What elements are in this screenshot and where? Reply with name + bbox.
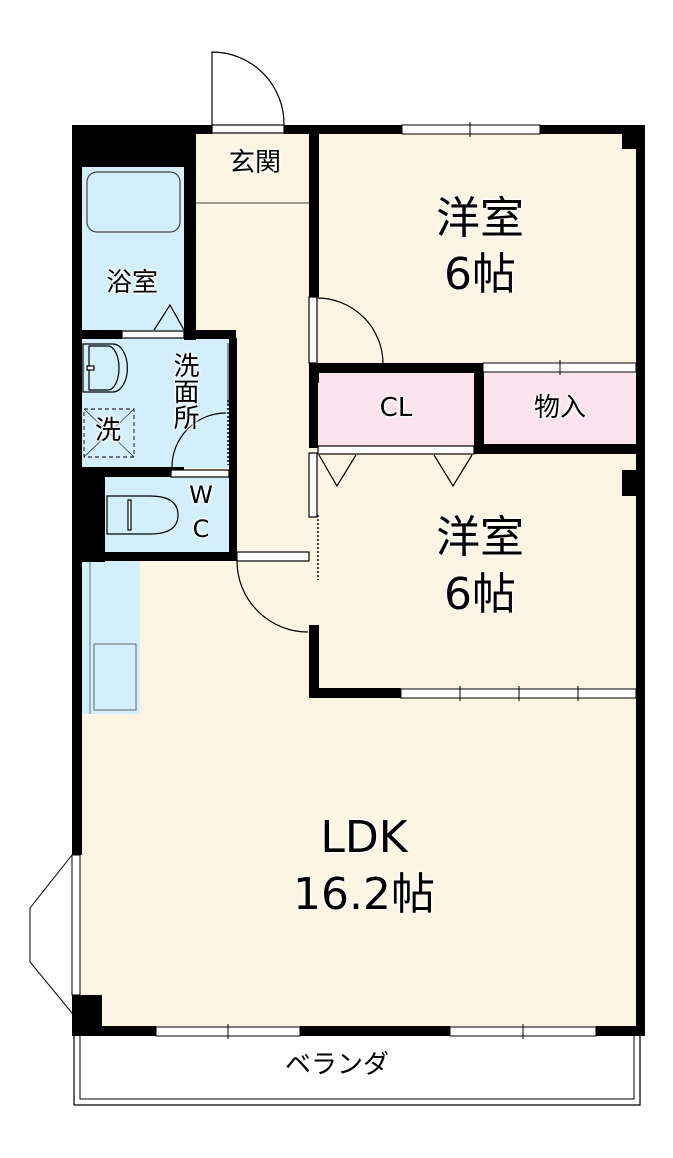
label-veranda: ベランダ bbox=[284, 1050, 389, 1080]
label-bath: 浴室 bbox=[105, 268, 158, 298]
label-ldk-size: 16.2帖 bbox=[293, 869, 435, 920]
label-western-room-1: 洋室 bbox=[436, 193, 524, 244]
label-western-room-2: 洋室 bbox=[436, 512, 524, 563]
label-closet: CL bbox=[379, 393, 413, 423]
label-wc-c: C bbox=[192, 515, 210, 543]
label-ldk: LDK bbox=[320, 812, 408, 863]
label-washer: 洗 bbox=[94, 416, 121, 446]
windows bbox=[29, 122, 637, 1039]
label-western-room-1-size: 6帖 bbox=[444, 249, 516, 300]
walls bbox=[72, 125, 645, 1036]
doors-and-fixtures bbox=[73, 51, 641, 1106]
label-washroom: 洗面所 bbox=[169, 352, 199, 430]
label-storage: 物入 bbox=[533, 393, 586, 423]
label-genkan: 玄関 bbox=[228, 148, 281, 178]
label-wc-w: W bbox=[189, 481, 213, 509]
label-western-room-2-size: 6帖 bbox=[444, 569, 516, 620]
